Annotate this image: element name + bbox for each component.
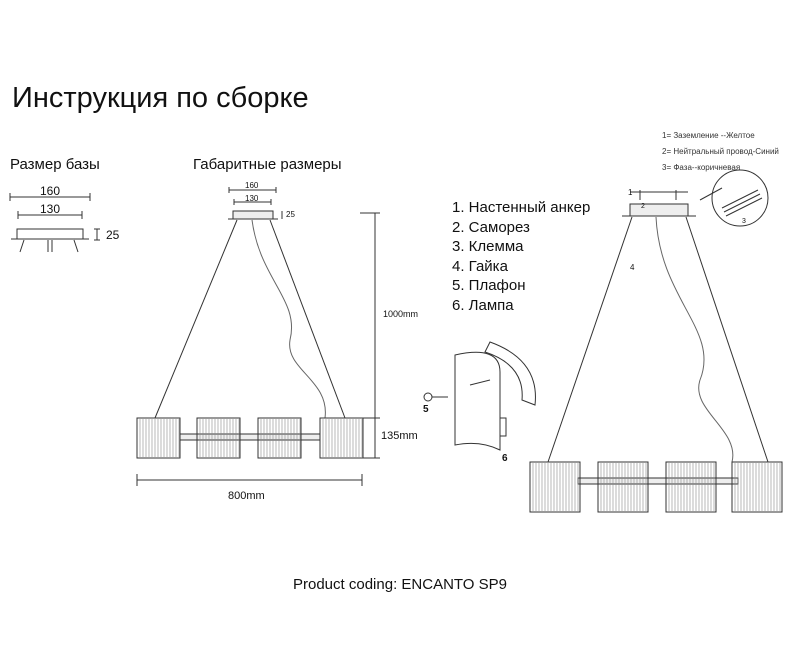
- dimensions-heading: Габаритные размеры: [193, 156, 342, 173]
- callout-1: 1: [628, 188, 633, 197]
- shade-height: 135mm: [381, 430, 418, 442]
- base-drawing: [9, 193, 100, 253]
- base-size-heading: Размер базы: [10, 156, 100, 173]
- lamp-shade: [319, 417, 364, 459]
- lamp-shade: [529, 461, 581, 513]
- lamp-shade: [196, 417, 241, 459]
- callout-3: 3: [742, 218, 746, 225]
- callout-6: 6: [502, 453, 508, 464]
- callout-5: 5: [423, 404, 429, 415]
- lamp-shade: [136, 417, 181, 459]
- base-width-outer: 160: [40, 184, 61, 198]
- callout-4: 4: [630, 263, 635, 272]
- wiring-legend-item: 2= Нейтральный провод-Синий: [662, 147, 779, 156]
- page-title: Инструкция по сборке: [12, 82, 309, 114]
- assembled-drawing: [529, 169, 783, 513]
- wiring-legend-item: 1= Заземление --Желтое: [662, 131, 755, 140]
- wiring-legend-item: 3= Фаза--коричневая: [662, 163, 741, 172]
- dimension-drawing: [136, 187, 380, 486]
- parts-list-item: 3. Клемма: [452, 238, 524, 255]
- parts-list-item: 6. Лампа: [452, 296, 514, 314]
- canopy-width-inner: 130: [245, 194, 259, 203]
- parts-exploded-view: [423, 341, 536, 451]
- parts-list-item: 4. Гайка: [452, 257, 508, 275]
- canopy-width-outer: 160: [245, 181, 259, 190]
- parts-list-item: 1. Настенный анкер: [452, 199, 591, 216]
- callout-2: 2: [641, 203, 645, 210]
- base-width-inner: 130: [40, 202, 61, 216]
- product-code: Product coding: ENCANTO SP9: [293, 576, 507, 593]
- parts-list-item: 2. Саморез: [452, 218, 530, 236]
- lamp-shade: [257, 417, 302, 459]
- parts-list-item: 5. Плафон: [452, 277, 526, 294]
- base-height: 25: [106, 228, 120, 242]
- wiring-legend: 1= Заземление --Желтое 2= Нейтральный пр…: [662, 128, 779, 176]
- parts-list: 1. Настенный анкер 2. Саморез 3. Клемма …: [452, 198, 590, 315]
- total-width: 800mm: [228, 490, 265, 502]
- drop-length: 1000mm: [383, 309, 419, 319]
- canopy-height: 25: [286, 210, 295, 219]
- lamp-shade: [665, 461, 717, 513]
- lamp-shade: [597, 461, 649, 513]
- lamp-shade: [731, 461, 783, 513]
